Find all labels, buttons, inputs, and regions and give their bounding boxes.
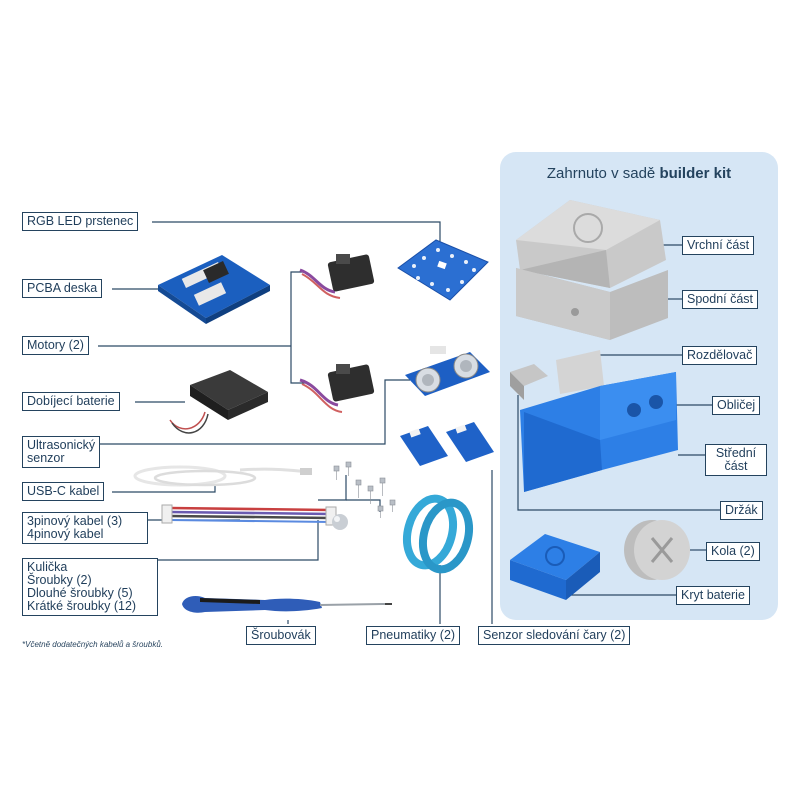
label-top: Vrchní část bbox=[682, 236, 755, 255]
label-splitter: Rozdělovač bbox=[682, 346, 758, 365]
label-line-sensor: Senzor sledování čary (2) bbox=[478, 626, 631, 645]
label-screws-line4: Krátké šroubky (12) bbox=[27, 599, 137, 613]
label-bottom: Spodní část bbox=[682, 290, 759, 309]
label-battery: Dobíjecí baterie bbox=[22, 392, 120, 411]
label-screws: Kulička Šroubky (2) Dlouhé šroubky (5) K… bbox=[22, 558, 158, 616]
label-cables: 3pinový kabel (3) 4pinový kabel bbox=[22, 512, 148, 544]
servo-motor-top bbox=[299, 254, 375, 299]
label-tires: Pneumatiky (2) bbox=[366, 626, 461, 645]
pcba-board bbox=[158, 255, 270, 324]
label-rgb-led: RGB LED prstenec bbox=[22, 212, 139, 231]
leader-holder bbox=[517, 395, 720, 511]
leader-screws bbox=[157, 520, 319, 561]
leader-motors-branch bbox=[290, 271, 305, 384]
label-ultrasonic-line1: Ultrasonický bbox=[27, 438, 96, 452]
battery-cover bbox=[510, 534, 600, 600]
tires bbox=[402, 494, 474, 574]
screwdriver bbox=[182, 596, 392, 613]
top-shell bbox=[516, 200, 666, 288]
ball-caster bbox=[332, 514, 348, 530]
leader-screws-a bbox=[318, 475, 347, 501]
middle-part bbox=[520, 372, 678, 492]
label-screws-line2: Šroubky (2) bbox=[27, 573, 92, 587]
pin-cables bbox=[161, 504, 337, 526]
label-screws-line1: Kulička bbox=[27, 560, 68, 574]
label-cables-line2: 4pinový kabel bbox=[27, 527, 104, 541]
label-middle: Střední část bbox=[705, 444, 767, 476]
label-holder: Držák bbox=[720, 501, 763, 520]
leader-ultrasonic bbox=[98, 379, 410, 445]
label-middle-line2: část bbox=[724, 459, 748, 473]
rgb-led-ring-board bbox=[397, 239, 489, 301]
title-bold: builder kit bbox=[659, 165, 732, 182]
ultrasonic-sensor bbox=[405, 346, 490, 396]
label-screwdriver: Šroubovák bbox=[246, 626, 316, 645]
footnote: *Včetně dodatečných kabelů a šroubků. bbox=[22, 640, 163, 649]
builder-kit-title: Zahrnuto v sadě builder kit bbox=[500, 165, 778, 182]
label-face: Obličej bbox=[712, 396, 761, 415]
bottom-shell bbox=[516, 268, 668, 340]
line-sensors bbox=[400, 422, 494, 466]
splitter bbox=[510, 350, 604, 400]
leader-usb-c bbox=[112, 484, 216, 493]
label-usb-c: USB-C kabel bbox=[22, 482, 105, 501]
label-ultrasonic-line2: senzor bbox=[27, 451, 65, 465]
usb-c-cable bbox=[133, 465, 312, 487]
label-ultrasonic: Ultrasonický senzor bbox=[22, 436, 100, 468]
servo-motor-bottom bbox=[299, 364, 375, 413]
label-pcba: PCBA deska bbox=[22, 279, 103, 298]
leader-screws-b bbox=[346, 499, 381, 512]
leader-rgb-led bbox=[152, 221, 441, 250]
label-middle-line1: Střední bbox=[715, 446, 757, 460]
label-battery-cover: Kryt baterie bbox=[676, 586, 750, 605]
screws bbox=[333, 461, 396, 518]
label-wheels: Kola (2) bbox=[706, 542, 760, 561]
title-prefix: Zahrnuto v sadě bbox=[546, 165, 656, 182]
wheel bbox=[624, 520, 690, 580]
rechargeable-battery bbox=[169, 370, 268, 434]
label-screws-line3: Dlouhé šroubky (5) bbox=[27, 586, 133, 600]
label-cables-line1: 3pinový kabel (3) bbox=[27, 514, 123, 528]
label-motors: Motory (2) bbox=[22, 336, 89, 355]
